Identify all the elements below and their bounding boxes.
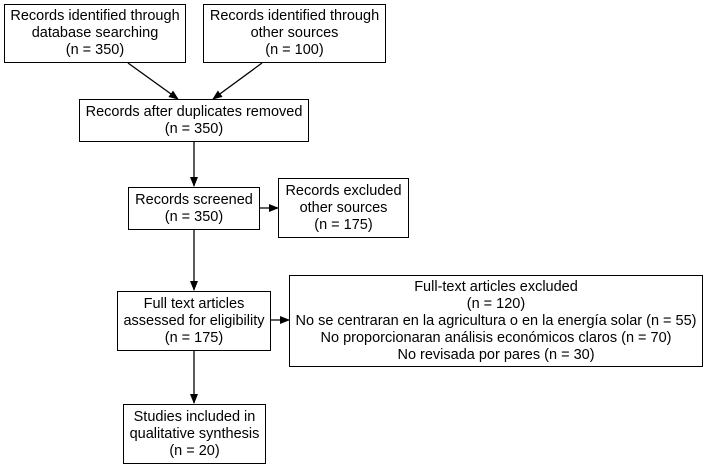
records-other-sources-box: Records identified through other sources…: [203, 4, 386, 63]
records-database-count: (n = 350): [65, 42, 125, 58]
records-excluded-count: (n = 175): [314, 216, 373, 233]
records-screened-count: (n = 350): [164, 208, 224, 225]
records-other-count: (n = 100): [265, 42, 324, 58]
studies-included-line-1: Studies included in: [133, 408, 256, 425]
fulltext-excluded-box: Full-text articles excluded (n = 120) No…: [289, 275, 703, 367]
fulltext-excluded-reason-1: No se centraran en la agricultura o en l…: [295, 312, 697, 329]
records-database-line-2: database searching: [31, 25, 159, 41]
duplicates-removed-count: (n = 350): [164, 120, 224, 137]
eligibility-count: (n = 175): [164, 329, 224, 346]
fulltext-excluded-title: Full-text articles excluded: [414, 278, 578, 295]
duplicates-removed-label: Records after duplicates removed: [85, 103, 303, 120]
studies-included-count: (n = 20): [169, 442, 220, 459]
records-screened-label: Records screened: [135, 191, 253, 208]
records-excluded-line-2: other sources: [299, 199, 388, 216]
records-other-line-2: other sources: [250, 25, 339, 41]
studies-included-line-2: qualitative synthesis: [129, 425, 260, 442]
studies-included-box: Studies included in qualitative synthesi…: [123, 404, 266, 464]
records-database-box: Records identified through database sear…: [4, 4, 186, 63]
eligibility-box: Full text articles assessed for eligibil…: [117, 291, 271, 351]
records-excluded-line-1: Records excluded: [285, 182, 402, 199]
records-screened-box: Records screened (n = 350): [128, 187, 260, 230]
fulltext-excluded-reason-3: No revisada por pares (n = 30): [397, 346, 595, 363]
records-database-line-1: Records identified through: [10, 8, 180, 24]
eligibility-line-1: Full text articles: [143, 295, 245, 312]
eligibility-line-2: assessed for eligibility: [123, 312, 265, 329]
arrow-db-to-dup: [127, 62, 179, 100]
fulltext-excluded-reason-2: No proporcionaran análisis económicos cl…: [320, 329, 672, 346]
records-excluded-box: Records excluded other sources (n = 175): [278, 178, 409, 238]
duplicates-removed-box: Records after duplicates removed (n = 35…: [79, 99, 309, 142]
fulltext-excluded-count: (n = 120): [466, 295, 526, 312]
arrow-other-to-dup: [212, 62, 263, 100]
records-other-line-1: Records identified through: [209, 8, 380, 24]
